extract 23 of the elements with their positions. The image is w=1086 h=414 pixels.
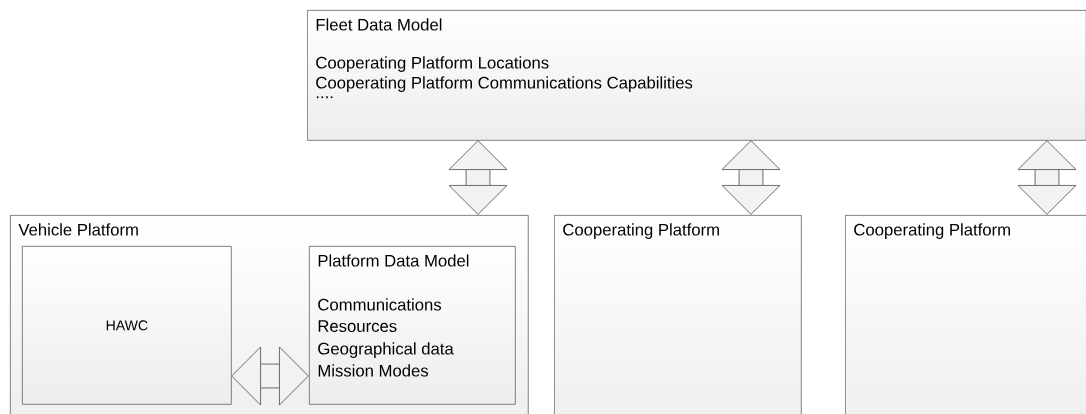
block-arrow (721, 140, 781, 215)
block-arrow (231, 346, 309, 406)
list-item: Resources (318, 320, 397, 332)
block-arrow (448, 140, 508, 215)
box-title: Fleet Data Model (316, 18, 442, 31)
box-title: Cooperating Platform (854, 223, 1010, 239)
list-item: Mission Modes (318, 364, 429, 377)
platform-box (845, 215, 1086, 414)
component-box (309, 246, 516, 405)
box-title: Vehicle Platform (18, 223, 138, 236)
component-box (22, 246, 232, 405)
box-title: Platform Data Model (318, 254, 469, 267)
box-label: HAWC (106, 320, 148, 331)
platform-box (307, 10, 1086, 141)
box-title: Cooperating Platform (563, 223, 719, 239)
block-arrow (1017, 140, 1077, 215)
list-item: Cooperating Platform Locations (316, 56, 549, 72)
platform-box (10, 215, 529, 414)
list-item: Cooperating Platform Communications Capabilities (316, 76, 693, 92)
platform-box (554, 215, 802, 414)
list-item: Geographical data (318, 342, 454, 358)
list-item: .... (316, 96, 333, 99)
list-item: Communications (318, 298, 442, 311)
